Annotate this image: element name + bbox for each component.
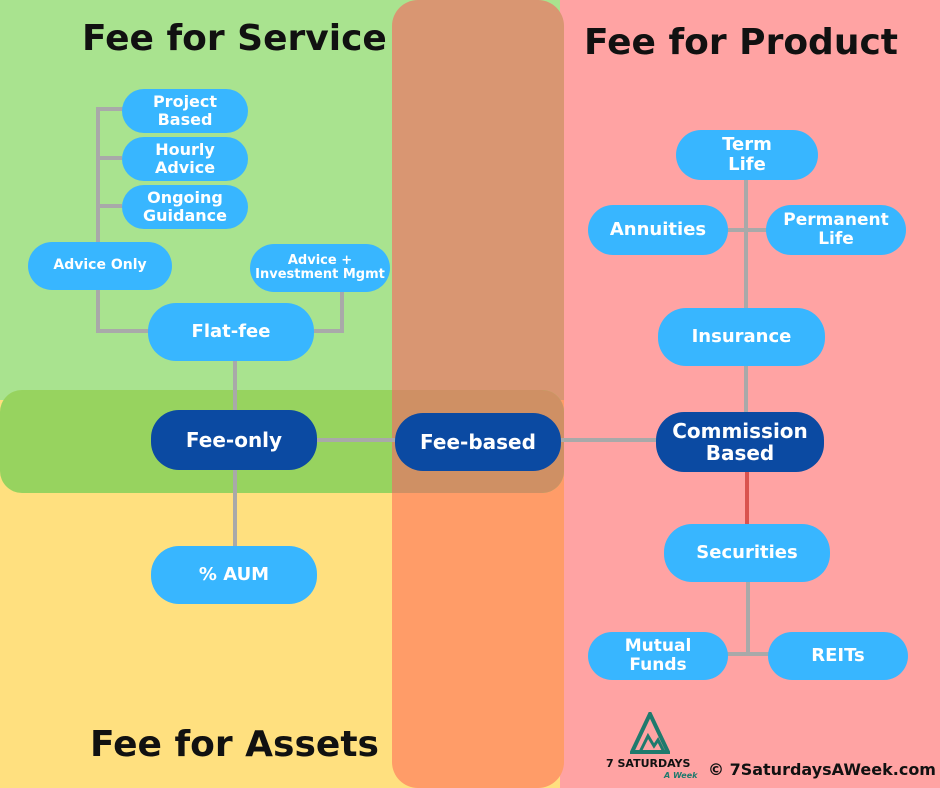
commission-based-node[interactable]: Commission Based xyxy=(656,412,824,472)
mutual-funds-node[interactable]: Mutual Funds xyxy=(588,632,728,680)
fee-based-node[interactable]: Fee-based xyxy=(395,413,561,471)
connector xyxy=(704,228,768,232)
connector xyxy=(746,580,750,656)
connector xyxy=(314,329,344,333)
permanent-life-node[interactable]: Permanent Life xyxy=(766,205,906,255)
connector xyxy=(744,178,748,308)
connector xyxy=(96,107,100,333)
aum-node[interactable]: % AUM xyxy=(151,546,317,604)
assets-title: Fee for Assets xyxy=(90,724,379,765)
connector xyxy=(745,470,749,526)
insurance-node[interactable]: Insurance xyxy=(658,308,825,366)
ongoing-guidance-node[interactable]: Ongoing Guidance xyxy=(122,185,248,229)
advice-investment-node[interactable]: Advice + Investment Mgmt xyxy=(250,244,390,292)
connector xyxy=(340,290,344,333)
connector xyxy=(96,329,150,333)
connector xyxy=(233,360,237,410)
term-life-node[interactable]: Term Life xyxy=(676,130,818,180)
securities-node[interactable]: Securities xyxy=(664,524,830,582)
project-based-node[interactable]: Project Based xyxy=(122,89,248,133)
mountain-logo-icon xyxy=(628,709,672,756)
fee-only-node[interactable]: Fee-only xyxy=(151,410,317,470)
connector xyxy=(233,470,237,548)
connector xyxy=(560,438,658,442)
advice-only-node[interactable]: Advice Only xyxy=(28,242,172,290)
connector xyxy=(96,156,122,160)
product-title: Fee for Product xyxy=(584,22,898,63)
service-title: Fee for Service xyxy=(82,18,387,59)
connector xyxy=(316,438,396,442)
connector xyxy=(96,107,124,111)
connector xyxy=(698,652,772,656)
overlap-vertical-upper xyxy=(392,0,564,400)
hourly-advice-node[interactable]: Hourly Advice xyxy=(122,137,248,181)
annuities-node[interactable]: Annuities xyxy=(588,205,728,255)
logo-tagline: A Week xyxy=(664,771,698,780)
connector xyxy=(96,204,122,208)
reits-node[interactable]: REITs xyxy=(768,632,908,680)
logo-name: 7 SATURDAYS xyxy=(606,757,691,770)
copyright-link[interactable]: © 7SaturdaysAWeek.com xyxy=(708,760,936,779)
flat-fee-node[interactable]: Flat-fee xyxy=(148,303,314,361)
connector xyxy=(744,364,748,414)
